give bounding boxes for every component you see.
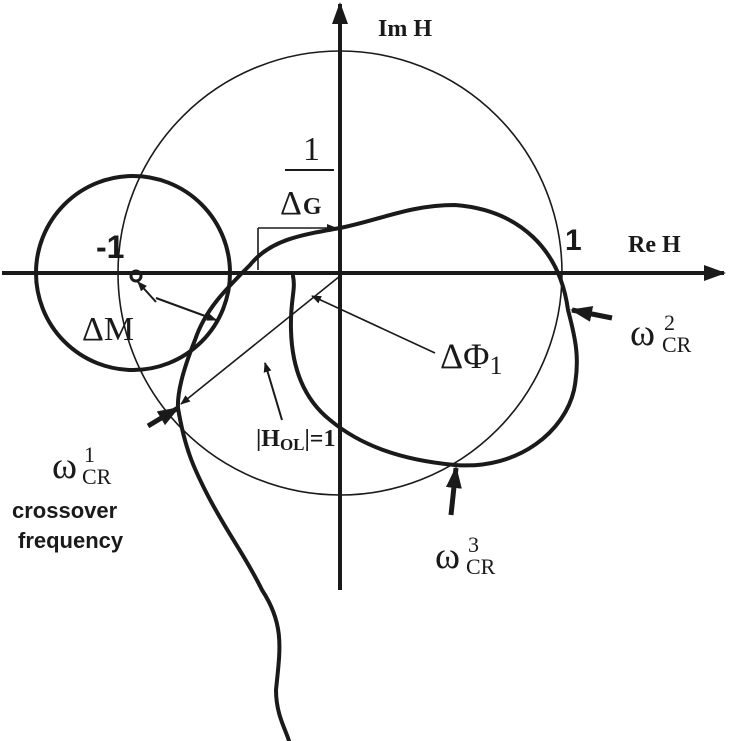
delta-m-arrow-out [155, 297, 217, 321]
crossover1-sub: CR [82, 464, 112, 489]
crossover-caption-line1: crossover [12, 498, 118, 523]
phase-margin-pointer [311, 295, 436, 354]
plus-one-label: 1 [565, 224, 582, 257]
crossover3-sup: 3 [468, 532, 479, 557]
phase-margin-label: ΔΦ1 [440, 336, 502, 380]
unit-radius-pointer [263, 362, 283, 421]
crossover2-sub: CR [662, 332, 692, 357]
imag-axis-label: Im H [378, 16, 432, 42]
crossover3-label: ω [435, 535, 460, 577]
real-axis-label: Re H [628, 232, 681, 258]
gain-margin-numerator: 1 [303, 131, 320, 168]
crossover2-sup: 2 [664, 310, 675, 335]
gain-margin-denominator: ΔG [280, 185, 322, 222]
crossover2-label: ω [630, 312, 655, 354]
crossover1-label: ω [52, 445, 77, 487]
crossover2-arrow [570, 306, 613, 322]
unit-magnitude-label: |HOL|=1 [256, 426, 335, 454]
delta-m-arrow-in [137, 281, 157, 303]
minus-one-label: -1 [96, 229, 124, 265]
modulus-margin-label: ΔM [82, 311, 134, 348]
nyquist-locus [175, 203, 579, 741]
crossover3-sub: CR [466, 554, 496, 579]
crossover1-sup: 1 [84, 442, 95, 467]
crossover3-arrow [445, 466, 462, 516]
crossover-caption-line2: frequency [18, 528, 124, 553]
crossover1-arrow [146, 405, 180, 429]
